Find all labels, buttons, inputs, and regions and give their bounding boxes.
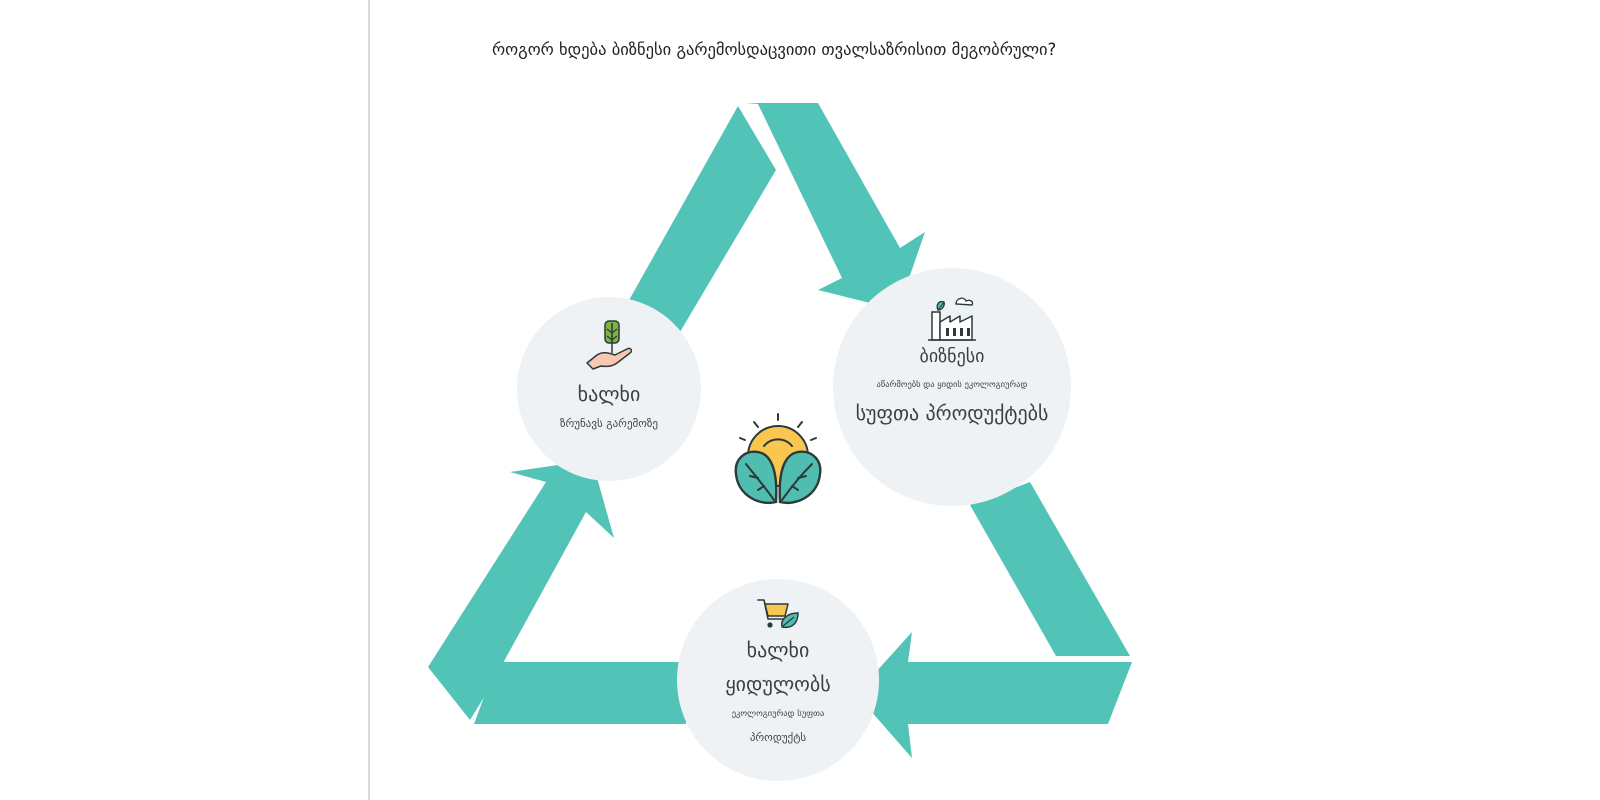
arrow-top-right (746, 103, 925, 310)
arrow-bottom-right (856, 632, 1132, 758)
node-business-products: სუფთა პროდუქტებს (855, 401, 1049, 425)
arrow-band-bottom-left (474, 662, 686, 724)
node-people-buy-subtitle: პროდუქტს (749, 731, 807, 744)
node-people-care-subtitle: ზრუნავს გარემოზე (559, 417, 659, 430)
page-left-border (368, 0, 370, 800)
sun-leaves-icon (734, 413, 822, 505)
node-people-care-title: ხალხი (577, 382, 641, 406)
node-people-buy-title: ხალხი (746, 638, 810, 662)
arrow-band-right (970, 482, 1130, 656)
node-business: ბიზნესი აწარმოებს და ყიდის ეკოლოგიურად ს… (833, 268, 1071, 506)
node-people-buy-description: ეკოლოგიურად სუფთა (731, 709, 825, 719)
node-business-title: ბიზნესი (919, 346, 985, 367)
cart-leaf-icon (757, 599, 799, 629)
arrow-left (428, 460, 614, 720)
hand-sprout-icon (586, 320, 633, 370)
diagram-heading: როგორ ხდება ბიზნესი გარემოსდაცვითი თვალს… (492, 40, 1057, 59)
eco-factory-icon (928, 297, 976, 341)
node-business-description: აწარმოებს და ყიდის ეკოლოგიურად (876, 380, 1028, 390)
node-people-buy-action: ყიდულობს (725, 672, 831, 696)
node-people-care: ხალხი ზრუნავს გარემოზე (517, 297, 701, 481)
arrow-band-top-left (628, 106, 776, 332)
node-people-buy: ხალხი ყიდულობს ეკოლოგიურად სუფთა პროდუქტ… (677, 579, 879, 781)
